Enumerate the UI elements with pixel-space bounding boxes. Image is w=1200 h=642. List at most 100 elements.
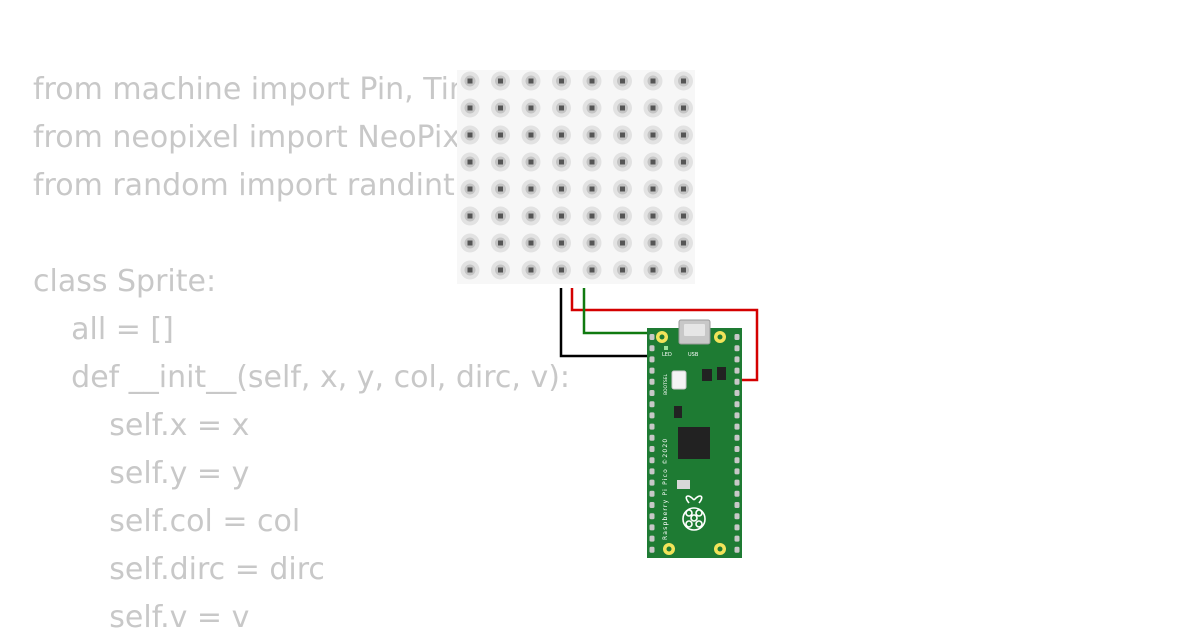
neopixel-led[interactable] — [674, 206, 693, 226]
header-pin[interactable] — [649, 490, 655, 497]
neopixel-led[interactable] — [643, 98, 663, 118]
neopixel-led[interactable] — [552, 233, 571, 253]
neopixel-led[interactable] — [582, 71, 602, 91]
header-pin[interactable] — [649, 356, 655, 363]
neopixel-led[interactable] — [552, 260, 571, 280]
header-pin[interactable] — [649, 446, 655, 452]
neopixel-led[interactable] — [613, 260, 632, 280]
header-pin[interactable] — [734, 401, 740, 408]
data-wire[interactable] — [582, 288, 650, 335]
neopixel-led[interactable] — [674, 125, 693, 145]
neopixel-led[interactable] — [613, 98, 632, 118]
neopixel-led[interactable] — [460, 152, 480, 172]
neopixel-led[interactable] — [521, 233, 541, 253]
header-pin[interactable] — [734, 378, 740, 385]
header-pin[interactable] — [649, 367, 655, 374]
neopixel-led[interactable] — [460, 71, 480, 91]
neopixel-matrix[interactable] — [457, 70, 695, 284]
header-pin[interactable] — [649, 345, 655, 352]
header-pin[interactable] — [734, 367, 740, 374]
neopixel-led[interactable] — [460, 125, 480, 145]
header-pin[interactable] — [734, 356, 740, 363]
neopixel-led[interactable] — [613, 179, 632, 199]
header-pin[interactable] — [649, 378, 655, 385]
header-pin[interactable] — [734, 334, 740, 340]
header-pin[interactable] — [649, 535, 655, 542]
header-pin[interactable] — [734, 490, 740, 497]
neopixel-led[interactable] — [674, 98, 693, 118]
neopixel-led[interactable] — [552, 125, 571, 145]
neopixel-led[interactable] — [613, 71, 632, 91]
header-pin[interactable] — [734, 434, 740, 441]
header-pin[interactable] — [734, 457, 740, 464]
neopixel-led[interactable] — [552, 71, 571, 91]
header-pin[interactable] — [649, 390, 655, 396]
neopixel-led[interactable] — [521, 71, 541, 91]
neopixel-led[interactable] — [643, 125, 663, 145]
neopixel-led[interactable] — [582, 152, 602, 172]
header-pin[interactable] — [649, 479, 655, 486]
header-pin[interactable] — [649, 334, 655, 340]
header-pin[interactable] — [649, 546, 655, 553]
header-pin[interactable] — [649, 434, 655, 441]
header-pin[interactable] — [649, 457, 655, 464]
neopixel-led[interactable] — [643, 179, 663, 199]
neopixel-led[interactable] — [674, 179, 693, 199]
neopixel-led[interactable] — [491, 179, 510, 199]
neopixel-led[interactable] — [460, 206, 480, 226]
neopixel-led[interactable] — [613, 233, 632, 253]
neopixel-led[interactable] — [674, 233, 693, 253]
gnd-wire[interactable] — [559, 288, 650, 358]
header-pin[interactable] — [734, 423, 740, 430]
header-pin[interactable] — [734, 412, 740, 419]
neopixel-led[interactable] — [460, 233, 480, 253]
header-pin[interactable] — [649, 524, 655, 531]
neopixel-led[interactable] — [491, 206, 510, 226]
neopixel-led[interactable] — [521, 152, 541, 172]
neopixel-led[interactable] — [491, 233, 510, 253]
header-pin[interactable] — [734, 345, 740, 352]
header-pin[interactable] — [734, 524, 740, 531]
neopixel-led[interactable] — [613, 206, 632, 226]
header-pin[interactable] — [734, 502, 740, 508]
neopixel-led[interactable] — [552, 206, 571, 226]
neopixel-led[interactable] — [521, 206, 541, 226]
neopixel-led[interactable] — [552, 152, 571, 172]
neopixel-led[interactable] — [582, 233, 602, 253]
neopixel-led[interactable] — [643, 71, 663, 91]
neopixel-led[interactable] — [643, 206, 663, 226]
neopixel-led[interactable] — [613, 152, 632, 172]
header-pin[interactable] — [734, 468, 740, 475]
neopixel-led[interactable] — [491, 71, 510, 91]
neopixel-led[interactable] — [521, 98, 541, 118]
header-pin[interactable] — [649, 412, 655, 419]
neopixel-led[interactable] — [582, 179, 602, 199]
header-pin[interactable] — [734, 390, 740, 396]
neopixel-led[interactable] — [521, 260, 541, 280]
neopixel-led[interactable] — [613, 125, 632, 145]
neopixel-led[interactable] — [491, 152, 510, 172]
neopixel-led[interactable] — [491, 98, 510, 118]
neopixel-led[interactable] — [582, 98, 602, 118]
neopixel-led[interactable] — [491, 125, 510, 145]
neopixel-led[interactable] — [521, 125, 541, 145]
neopixel-led[interactable] — [643, 233, 663, 253]
neopixel-led[interactable] — [460, 179, 480, 199]
neopixel-led[interactable] — [460, 260, 480, 280]
neopixel-led[interactable] — [674, 71, 693, 91]
neopixel-led[interactable] — [460, 98, 480, 118]
vcc-wire[interactable] — [570, 288, 759, 382]
neopixel-led[interactable] — [582, 260, 602, 280]
bootsel-button[interactable] — [671, 370, 687, 390]
neopixel-led[interactable] — [674, 152, 693, 172]
header-pin[interactable] — [649, 513, 655, 520]
neopixel-led[interactable] — [552, 179, 571, 199]
neopixel-led[interactable] — [582, 125, 602, 145]
header-pin[interactable] — [649, 468, 655, 475]
header-pin[interactable] — [734, 479, 740, 486]
header-pin[interactable] — [734, 446, 740, 452]
header-pin[interactable] — [649, 502, 655, 508]
neopixel-led[interactable] — [643, 152, 663, 172]
header-pin[interactable] — [734, 535, 740, 542]
neopixel-led[interactable] — [491, 260, 510, 280]
